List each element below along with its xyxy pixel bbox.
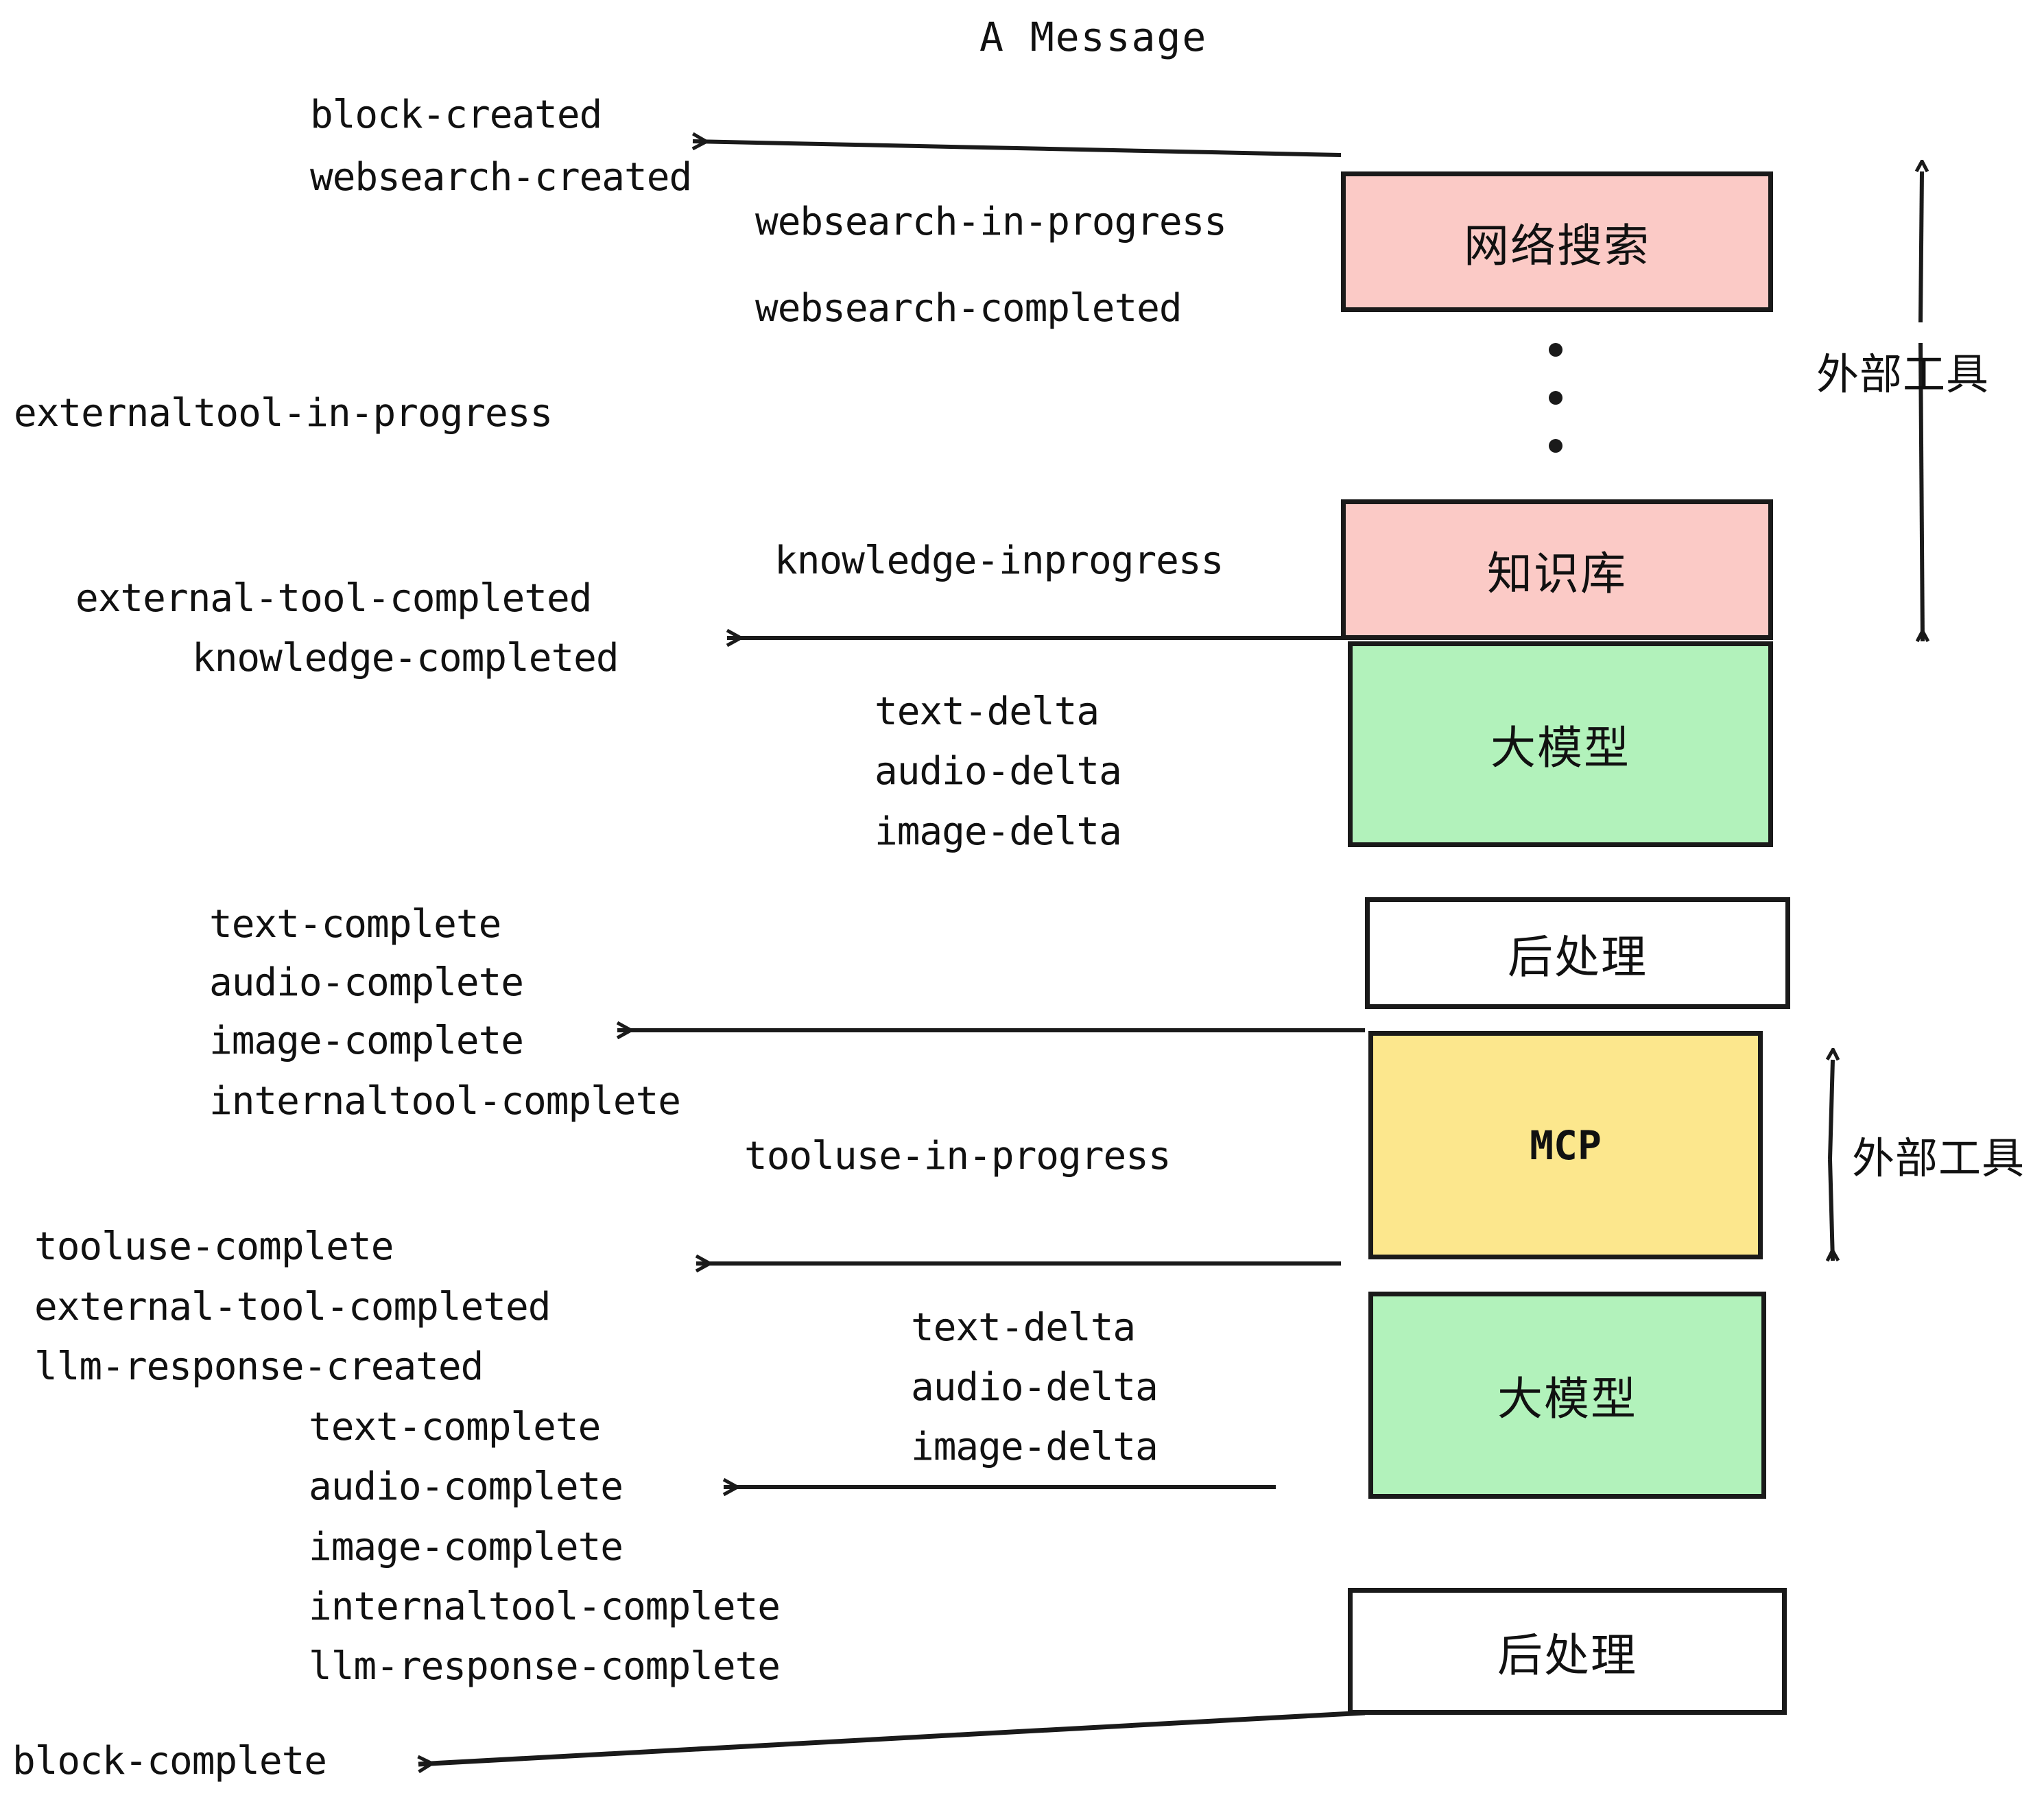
event-externaltool-in-progress: externaltool-in-progress <box>14 391 553 436</box>
event-websearch-created: websearch-created <box>310 155 692 200</box>
box-postprocess-1-label: 后处理 <box>1508 930 1648 984</box>
event-text-complete-1: text-complete <box>209 902 501 947</box>
arrow-external-tool-down-bottom <box>1830 1159 1833 1261</box>
event-audio-complete-1: audio-complete <box>209 960 524 1005</box>
event-audio-delta-1: audio-delta <box>875 749 1122 794</box>
box-llm-1[interactable]: 大模型 <box>1348 641 1773 847</box>
box-llm-1-label: 大模型 <box>1490 722 1630 774</box>
event-text-delta-1: text-delta <box>875 689 1100 734</box>
event-tooluse-complete: tooluse-complete <box>34 1224 394 1269</box>
event-image-delta-1: image-delta <box>875 809 1122 854</box>
event-text-delta-2: text-delta <box>911 1305 1136 1350</box>
box-mcp[interactable]: MCP <box>1368 1031 1763 1259</box>
box-postprocess-2-label: 后处理 <box>1497 1628 1637 1682</box>
box-llm-2-label: 大模型 <box>1497 1373 1637 1425</box>
event-image-delta-2: image-delta <box>911 1425 1158 1469</box>
event-audio-delta-2: audio-delta <box>911 1365 1158 1410</box>
event-tooluse-in-progress: tooluse-in-progress <box>744 1134 1172 1178</box>
event-llm-response-created: llm-response-created <box>34 1344 484 1389</box>
event-block-created: block-created <box>310 93 602 137</box>
event-websearch-completed: websearch-completed <box>755 286 1183 331</box>
event-llm-response-complete: llm-response-complete <box>309 1644 781 1689</box>
box-knowledge-label: 知识库 <box>1487 547 1627 600</box>
event-text-complete-2: text-complete <box>309 1405 601 1449</box>
box-knowledge[interactable]: 知识库 <box>1341 499 1773 640</box>
box-postprocess-1[interactable]: 后处理 <box>1365 897 1790 1009</box>
box-llm-2[interactable]: 大模型 <box>1368 1292 1766 1499</box>
event-websearch-in-progress: websearch-in-progress <box>755 200 1227 244</box>
event-image-complete-2: image-complete <box>309 1525 623 1569</box>
arrow-external-tool-up-top <box>1921 171 1922 323</box>
event-internaltool-complete-2: internaltool-complete <box>309 1585 781 1629</box>
event-audio-complete-2: audio-complete <box>309 1464 623 1509</box>
box-postprocess-2[interactable]: 后处理 <box>1348 1588 1787 1715</box>
event-image-complete-1: image-complete <box>209 1019 524 1063</box>
dot-3 <box>1549 439 1562 453</box>
box-websearch[interactable]: 网络搜索 <box>1341 171 1773 312</box>
event-knowledge-completed: knowledge-completed <box>192 636 619 680</box>
dot-1 <box>1549 343 1562 357</box>
event-block-complete: block-complete <box>12 1739 327 1783</box>
event-external-tool-completed-1: external-tool-completed <box>75 576 592 621</box>
arrow-external-tool-up-bottom <box>1830 1060 1833 1160</box>
box-websearch-label: 网络搜索 <box>1464 219 1650 272</box>
dot-2 <box>1549 391 1562 405</box>
arrow-postprocess-to-block-complete <box>418 1710 1366 1764</box>
event-knowledge-inprogress: knowledge-inprogress <box>774 538 1224 583</box>
side-label-external-tool-top: 外部工具 <box>1816 349 1990 399</box>
side-label-external-tool-bottom: 外部工具 <box>1852 1133 2025 1183</box>
ellipsis-dots <box>1547 343 1564 453</box>
page-title: A Message <box>979 14 1208 60</box>
box-mcp-label: MCP <box>1530 1121 1602 1169</box>
event-internaltool-complete-1: internaltool-complete <box>209 1079 681 1124</box>
arrow-websearch-to-created <box>693 141 1342 157</box>
event-external-tool-completed-2: external-tool-completed <box>34 1285 551 1329</box>
